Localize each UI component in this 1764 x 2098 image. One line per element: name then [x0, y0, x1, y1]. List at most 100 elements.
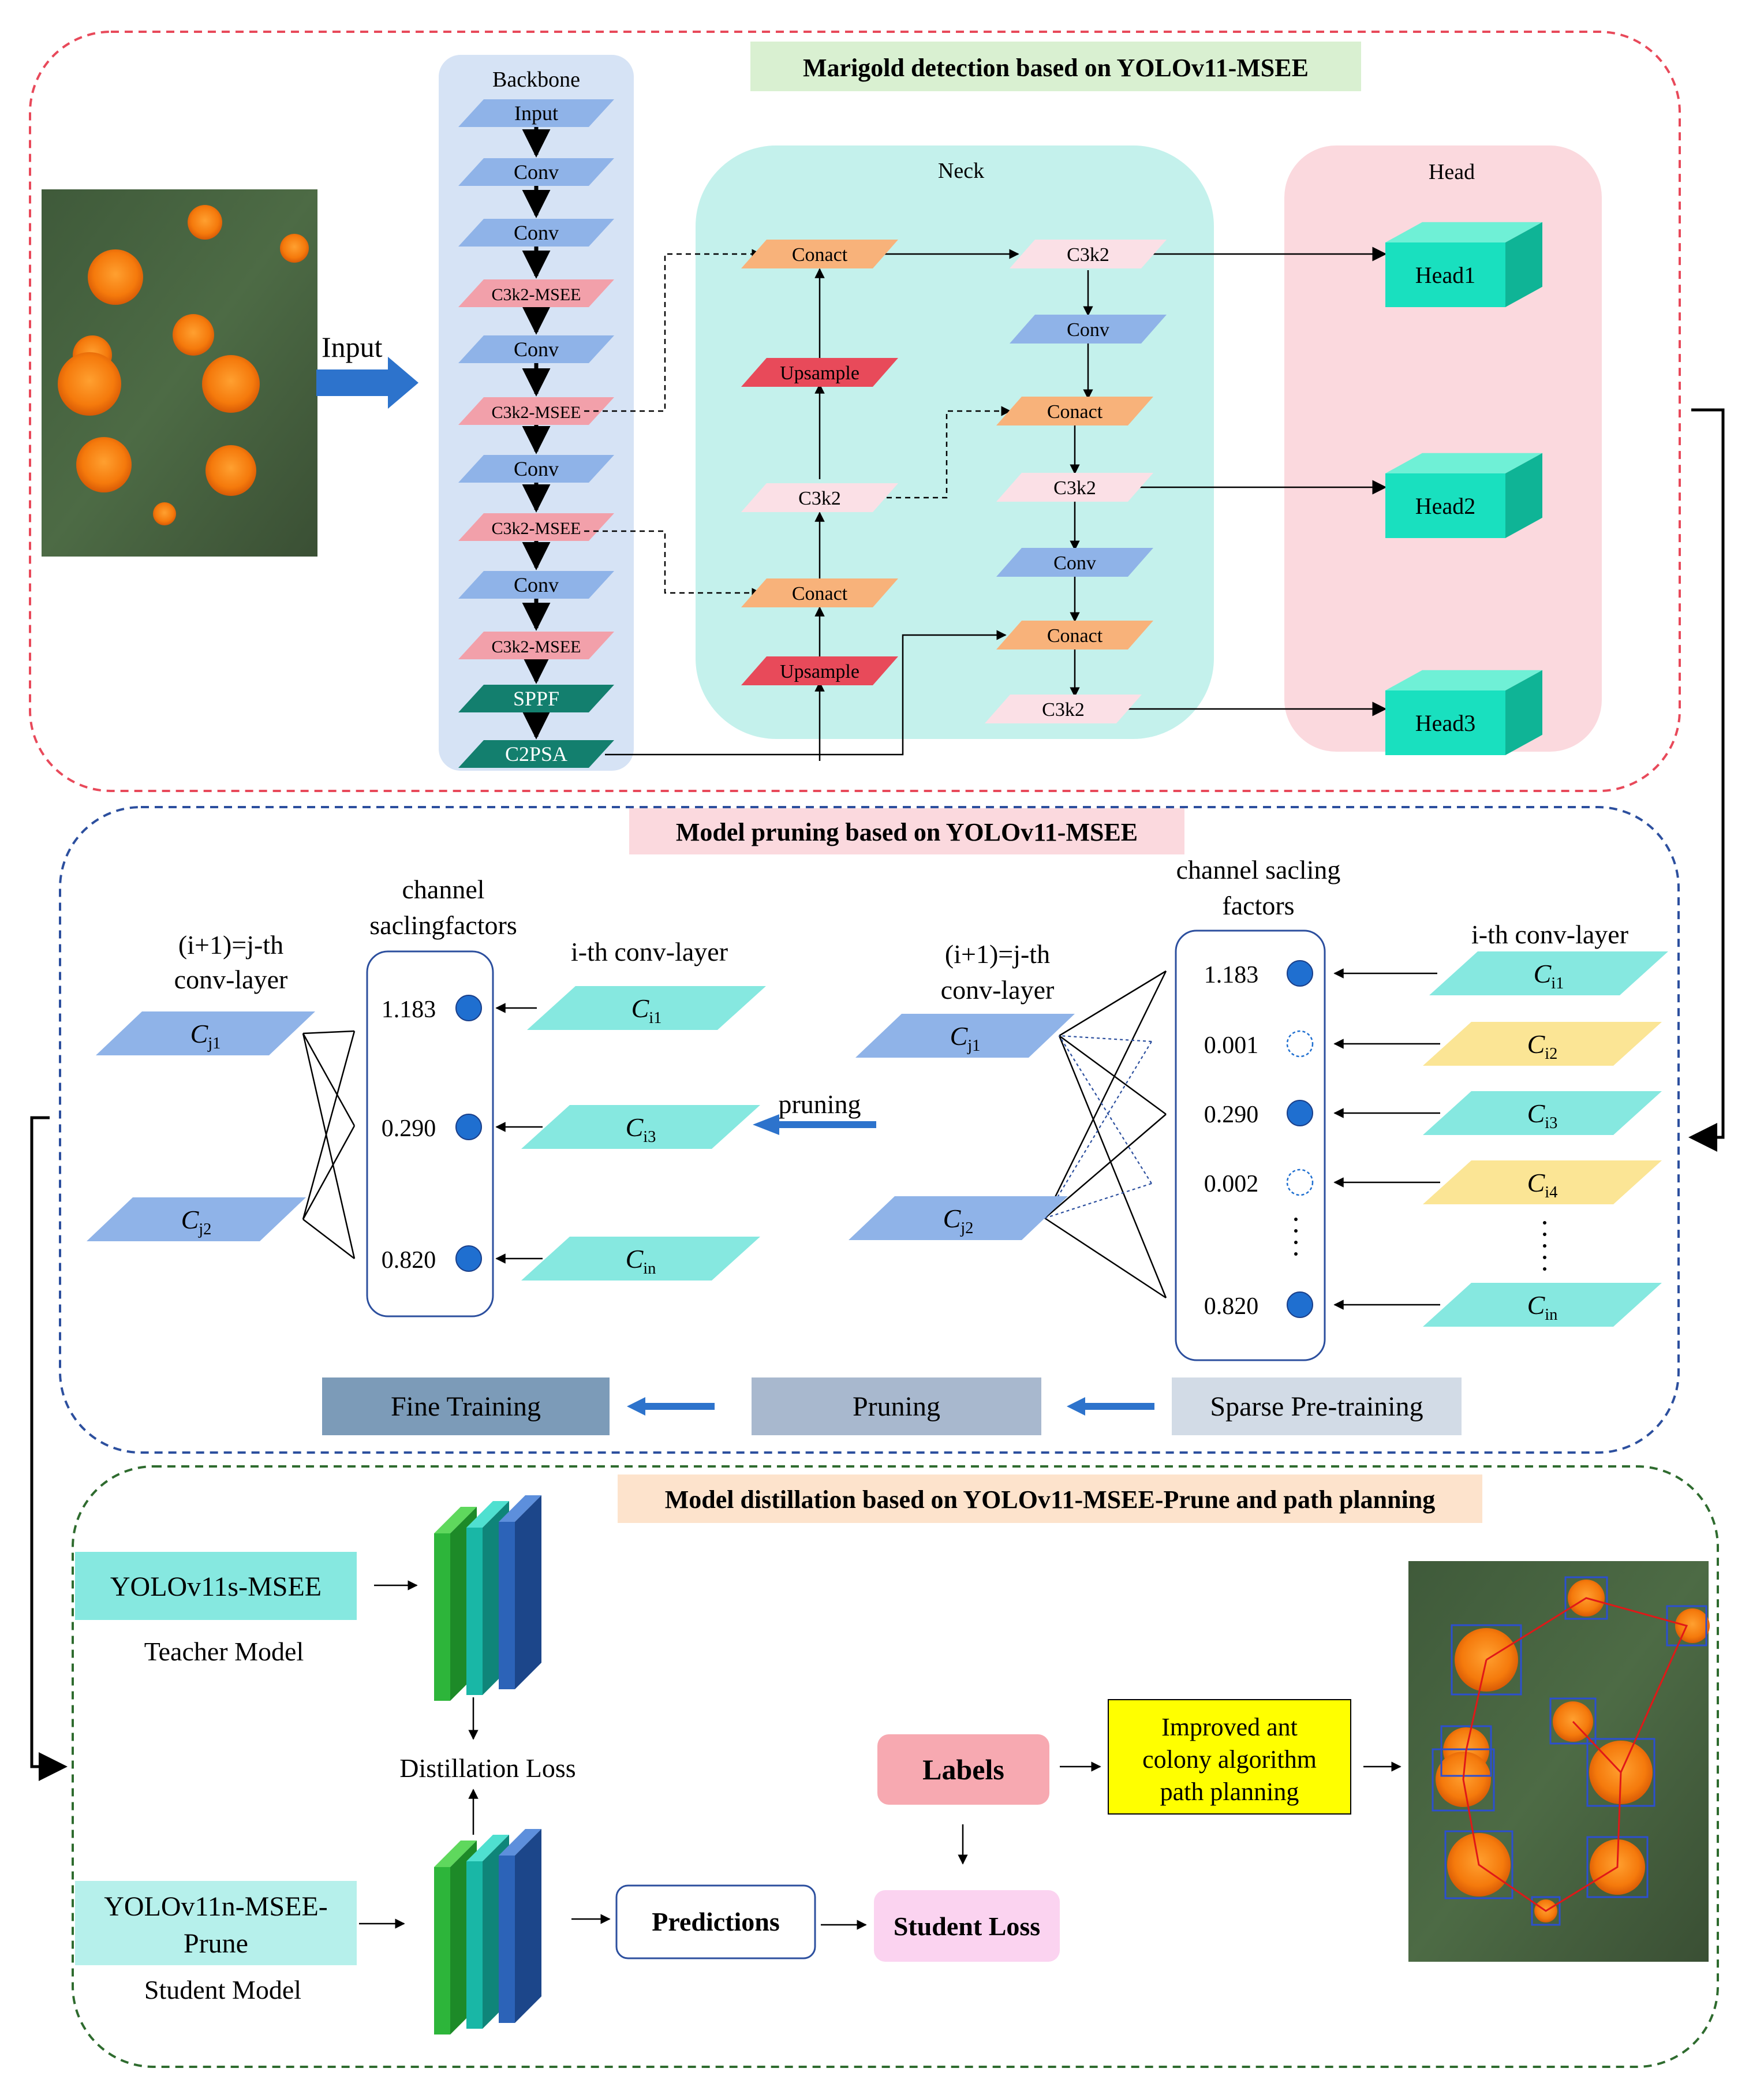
step-arrow-2-head: [1067, 1397, 1085, 1416]
section2-title-bg: [629, 808, 1184, 854]
feature-map-top: [434, 1841, 477, 1867]
step-arrow-1-head: [627, 1397, 645, 1416]
feature-map-top: [466, 1835, 509, 1861]
neck-right-node-6: [985, 695, 1142, 723]
pruning-arrow-head: [753, 1114, 779, 1135]
left-factor-value: 1.183: [382, 996, 436, 1023]
connector-2-3: [30, 1116, 68, 1781]
neck-left-label: Upsample: [780, 363, 859, 384]
neck-left-label: Conact: [792, 244, 848, 266]
head-cube-top: [1385, 453, 1542, 473]
neck-right-label: C3k2: [1067, 244, 1109, 266]
backbone-layer-label: C3k2-MSEE: [491, 285, 581, 304]
step-pruning: [752, 1377, 1041, 1435]
labels-label: Labels: [922, 1753, 1004, 1786]
neck-left-node-3: [741, 578, 898, 607]
backbone-layer-label: Input: [514, 102, 558, 125]
head-cube-side: [1505, 670, 1542, 755]
right-conv-label: i-th conv-layer: [1471, 920, 1628, 949]
student-caption: Student Model: [144, 1975, 301, 2004]
connector-1-2: [1688, 408, 1725, 1152]
right-factor-dot: [1287, 960, 1313, 987]
aco-box: [1108, 1699, 1351, 1815]
right-factor-value: 1.183: [1204, 962, 1259, 988]
backbone-layer-label: C3k2-MSEE: [491, 403, 581, 422]
backbone-layer-label: C3k2-MSEE: [491, 519, 581, 538]
left-next-node-label: Cj2: [181, 1205, 212, 1238]
head-cube-top: [1385, 222, 1542, 242]
backbone-layer-label: Conv: [514, 160, 559, 184]
feature-map-top: [499, 1829, 541, 1856]
backbone-layer-label: Conv: [514, 221, 559, 244]
right-next-layer-label-2: conv-layer: [941, 975, 1055, 1005]
feature-map-front: [466, 1528, 483, 1695]
left-factor-value: 0.820: [382, 1247, 436, 1274]
left-conv-label: i-th conv-layer: [571, 937, 728, 966]
right-channel-label: Ci2: [1527, 1029, 1558, 1063]
neck-right-label: C3k2: [1042, 699, 1085, 721]
teacher-caption: Teacher Model: [144, 1637, 304, 1666]
neck-right-label: Conact: [1047, 401, 1103, 423]
teacher-model-box: [75, 1552, 357, 1620]
left-channel-node-1: [521, 1105, 760, 1149]
left-scaling-label-2: saclingfactors: [369, 910, 517, 940]
predictions-label: Predictions: [652, 1907, 779, 1936]
labels-box: [877, 1734, 1049, 1805]
feature-map-top: [466, 1501, 509, 1528]
head-cube-top: [1385, 670, 1542, 690]
section2-title: Model pruning based on YOLOv11-MSEE: [676, 818, 1138, 846]
distillation-arrows: [468, 1697, 1402, 1930]
neck-left-node-2: [741, 483, 898, 512]
aco-label-2: colony algorithm: [1142, 1745, 1317, 1774]
head-cube-side: [1505, 222, 1542, 307]
left-next-layer-label-2: conv-layer: [174, 965, 288, 994]
backbone-layer-label: SPPF: [513, 687, 559, 710]
right-factor-dot: [1287, 1291, 1313, 1318]
head-cube-side: [1505, 453, 1542, 538]
left-channel-label: Ci1: [631, 994, 662, 1027]
right-scaling-box: [1175, 929, 1326, 1361]
backbone-layer-label: Conv: [514, 457, 559, 480]
right-channel-node-4: [1423, 1283, 1662, 1327]
left-channel-label: Cin: [626, 1244, 656, 1278]
input-arrow: [316, 357, 418, 409]
backbone-layer-5: [458, 397, 614, 425]
head-cube-front: [1385, 473, 1505, 538]
backbone-layer-label: C2PSA: [505, 742, 567, 766]
ellipsis-marks: [1294, 1218, 1546, 1271]
aco-label-1: Improved ant: [1161, 1713, 1298, 1741]
right-factor-value: 0.002: [1204, 1171, 1259, 1197]
backbone-layer-label: Conv: [514, 338, 559, 361]
backbone-layer-4: [458, 335, 614, 363]
right-channel-node-2: [1423, 1091, 1662, 1135]
left-next-layer-label-1: (i+1)=j-th: [178, 930, 283, 960]
section3-title-bg: [618, 1474, 1482, 1523]
neck-left-label: Upsample: [780, 661, 859, 682]
head-cube-front: [1385, 690, 1505, 755]
backbone-layer-0: [458, 99, 614, 127]
backbone-title: Backbone: [492, 68, 580, 92]
head-label: Head2: [1415, 493, 1475, 519]
input-arrow-label: Input: [322, 331, 383, 363]
neck-right-node-5: [996, 621, 1153, 649]
left-factor-dot: [455, 1114, 482, 1140]
feature-map-top: [499, 1495, 541, 1522]
student-model-label-1: YOLOv11n-MSEE-: [104, 1891, 328, 1922]
right-next-node-label: Cj1: [950, 1021, 981, 1055]
feature-map-front: [466, 1861, 483, 2029]
backbone-layer-1: [458, 158, 614, 186]
backbone-layer-2: [458, 219, 614, 247]
left-factor-value: 0.290: [382, 1115, 436, 1142]
right-channel-label: Ci1: [1534, 959, 1564, 992]
neck-right-node-0: [1010, 240, 1167, 268]
backbone-layer-7: [458, 513, 614, 541]
student-loss-label: Student Loss: [894, 1912, 1040, 1941]
left-channel-node-2: [521, 1237, 760, 1281]
left-channel-label: Ci3: [626, 1113, 656, 1146]
feature-map-side: [515, 1495, 541, 1689]
step-fine-training-label: Fine Training: [391, 1391, 541, 1422]
backbone-layer-6: [458, 455, 614, 483]
section3-frame: [72, 1465, 1719, 2068]
right-channel-label: Ci3: [1527, 1099, 1558, 1132]
